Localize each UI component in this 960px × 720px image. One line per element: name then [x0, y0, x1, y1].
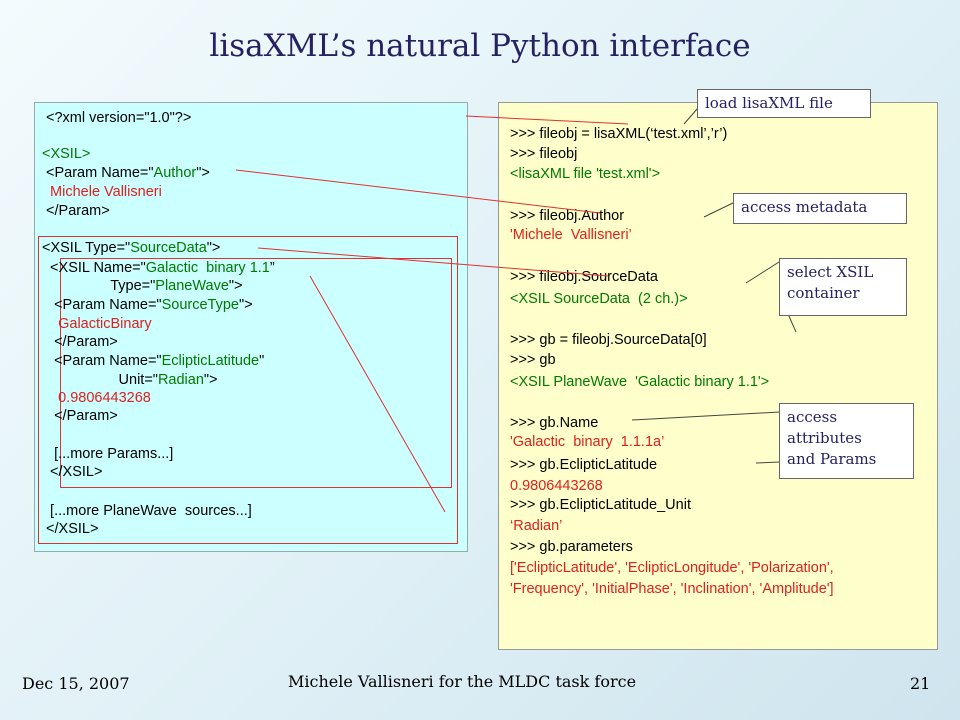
- xml-line: <Param Name="SourceType">: [42, 297, 253, 313]
- py-line: ['EclipticLatitude', 'EclipticLongitude'…: [510, 560, 834, 576]
- py-line: >>> gb.EclipticLatitude_Unit: [510, 497, 691, 513]
- footer-date: Dec 15, 2007: [22, 674, 130, 693]
- py-line: 0.9806443268: [510, 478, 603, 494]
- xml-line: [...more Params...]: [42, 446, 174, 462]
- py-line: >>> gb.parameters: [510, 539, 633, 555]
- callout-line: and Params: [787, 450, 877, 468]
- callout-line: access: [787, 408, 838, 426]
- xml-line: Type="PlaneWave">: [42, 278, 243, 294]
- xml-line: Michele Vallisneri: [42, 184, 162, 200]
- sourcedata-highlight-box: [38, 236, 458, 544]
- xml-line: <XSIL>: [42, 146, 91, 162]
- xml-line: </XSIL>: [42, 464, 103, 480]
- py-line: <XSIL SourceData (2 ch.)>: [510, 291, 688, 307]
- page-number: 21: [910, 674, 931, 693]
- planewave-highlight-box: [60, 258, 452, 488]
- py-line: >>> fileobj.SourceData: [510, 269, 658, 285]
- py-line: >>> gb.Name: [510, 415, 599, 431]
- xml-line: </Param>: [42, 334, 118, 350]
- xml-line: Unit="Radian">: [42, 372, 218, 388]
- callout-line: container: [787, 284, 860, 302]
- callout-select-container: select XSIL container: [779, 258, 907, 316]
- py-line: <XSIL PlaneWave 'Galactic binary 1.1'>: [510, 374, 770, 390]
- py-line: ‘Radian’: [510, 518, 563, 534]
- py-line: >>> fileobj.Author: [510, 208, 625, 224]
- xml-line: [...more PlaneWave sources...]: [42, 503, 252, 519]
- py-line: 'Galactic binary 1.1.1a’: [510, 434, 665, 450]
- py-line: >>> gb = fileobj.SourceData[0]: [510, 332, 707, 348]
- py-line: >>> gb: [510, 352, 556, 368]
- callout-access-attributes: access attributes and Params: [779, 403, 914, 479]
- xml-line: </XSIL>: [42, 521, 99, 537]
- slide-title: lisaXML’s natural Python interface: [209, 28, 751, 64]
- xml-line: <XSIL Type="SourceData">: [42, 240, 221, 256]
- callout-line: attributes: [787, 429, 862, 447]
- xml-line: </Param>: [42, 203, 110, 219]
- footer-author: Michele Vallisneri for the MLDC task for…: [288, 672, 637, 691]
- callout-access-metadata: access metadata: [733, 193, 907, 224]
- callout-load-file: load lisaXML file: [697, 89, 871, 118]
- xml-line: GalacticBinary: [42, 316, 152, 332]
- py-line: <lisaXML file 'test.xml'>: [510, 166, 661, 182]
- py-line: 'Michele Vallisneri’: [510, 227, 632, 243]
- py-line: >>> fileobj: [510, 146, 578, 162]
- xml-line: </Param>: [42, 408, 118, 424]
- xml-line: 0.9806443268: [42, 390, 151, 406]
- py-line: >>> fileobj = lisaXML(‘test.xml’,’r’): [510, 126, 728, 142]
- xml-line: <Param Name="EclipticLatitude": [42, 353, 265, 369]
- xml-line: <Param Name="Author">: [42, 165, 210, 181]
- callout-line: select XSIL: [787, 263, 874, 281]
- xml-line: <?xml version="1.0"?>: [46, 110, 192, 126]
- py-line: 'Frequency', 'InitialPhase', 'Inclinatio…: [510, 581, 834, 597]
- py-line: >>> gb.EclipticLatitude: [510, 457, 658, 473]
- xml-line: <XSIL Name="Galactic binary 1.1”: [42, 260, 275, 276]
